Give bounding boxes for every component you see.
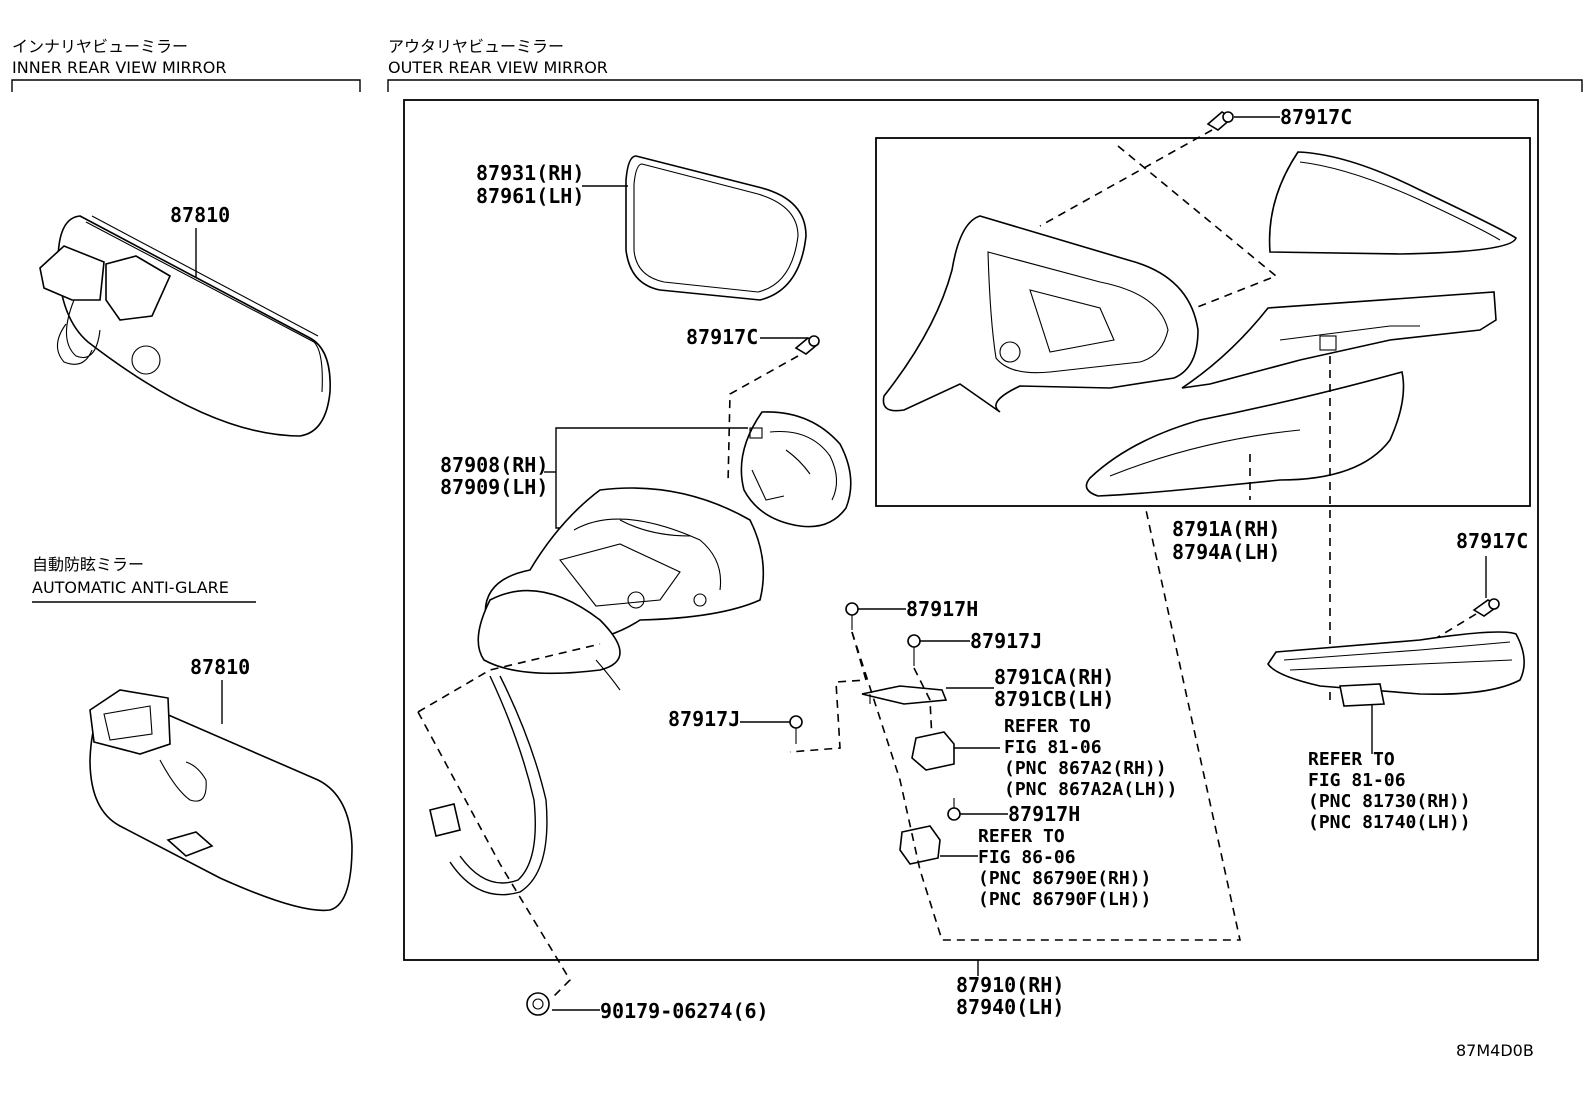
screw-87917h-b <box>947 798 961 821</box>
dash-87917c-right <box>1419 613 1477 649</box>
part-number-87810-auto: 87810 <box>190 655 250 679</box>
dash-assembly-bottom <box>851 509 1241 941</box>
auto-anti-glare-title-en: AUTOMATIC ANTI-GLARE <box>32 578 229 597</box>
mirror-cover-trim-illustration <box>1181 291 1497 389</box>
part-number-8791cb: 8791CB(LH) <box>994 687 1114 711</box>
clip-90179 <box>526 992 550 1016</box>
part-number-87917j-b: 87917J <box>668 707 740 731</box>
leader-87908-top <box>555 427 748 464</box>
ref1-line-2: FIG 81-06 <box>1004 737 1102 758</box>
mirror-housing-illustration <box>882 215 1199 413</box>
screw-87917h-a <box>845 602 859 630</box>
lamp-socket-illustration <box>911 731 955 771</box>
dash-87917c-top <box>1039 129 1213 227</box>
ref2-line-3: (PNC 86790E(RH)) <box>978 868 1151 889</box>
part-number-90179: 90179-06274(6) <box>600 999 769 1023</box>
auto-anti-glare-mirror-illustration <box>89 689 353 912</box>
outer-mirror-title-en: OUTER REAR VIEW MIRROR <box>388 58 608 77</box>
inner-mirror-bracket <box>11 79 361 92</box>
screw-87917c-mid <box>794 335 820 355</box>
inner-mirror-title-jp: インナリヤビューミラー <box>12 37 188 56</box>
mirror-cover-cap-illustration <box>1268 151 1517 255</box>
refer-note-3: REFER TO FIG 81-06 (PNC 81730(RH)) (PNC … <box>1308 749 1471 833</box>
ref3-line-3: (PNC 81730(RH)) <box>1308 791 1471 812</box>
part-number-8794a: 8794A(LH) <box>1172 540 1280 564</box>
part-number-87810-inner: 87810 <box>170 203 230 227</box>
part-number-8791a: 8791A(RH) <box>1172 517 1280 541</box>
camera-module-illustration <box>899 825 941 865</box>
outer-mirror-bracket <box>387 79 1583 92</box>
part-number-87909: 87909(LH) <box>440 475 548 499</box>
ref2-line-1: REFER TO <box>978 826 1065 847</box>
screw-87917j-b <box>789 715 803 744</box>
dash-cover-assembly <box>1117 145 1278 311</box>
turn-signal-lamp-illustration <box>1267 631 1525 707</box>
ref1-line-3: (PNC 867A2(RH)) <box>1004 758 1167 779</box>
part-number-87917j-a: 87917J <box>970 629 1042 653</box>
mirror-actuator-illustration <box>740 411 852 528</box>
part-number-87908: 87908(RH) <box>440 453 548 477</box>
mirror-lower-cover-illustration <box>1085 371 1405 497</box>
part-number-87917h-a: 87917H <box>906 597 978 621</box>
screw-87917c-top <box>1206 111 1234 131</box>
part-number-87940: 87940(LH) <box>956 995 1064 1019</box>
inner-mirror-title-en: INNER REAR VIEW MIRROR <box>12 58 227 77</box>
mirror-glass-illustration <box>625 155 807 301</box>
part-number-87917h-b: 87917H <box>1008 802 1080 826</box>
auto-anti-glare-title-jp: 自動防眩ミラー <box>32 555 144 574</box>
ref3-line-1: REFER TO <box>1308 749 1395 770</box>
dash-bracket-right <box>913 667 933 741</box>
ref2-line-2: FIG 86-06 <box>978 847 1076 868</box>
part-number-87917c-top: 87917C <box>1280 105 1352 129</box>
dash-clip <box>417 711 572 999</box>
outer-mirror-title-jp: アウタリヤビューミラー <box>388 37 564 56</box>
ref3-line-2: FIG 81-06 <box>1308 770 1406 791</box>
ref3-line-4: (PNC 81740(LH)) <box>1308 812 1471 833</box>
ref1-line-4: (PNC 867A2A(LH)) <box>1004 779 1177 800</box>
outer-mirror-frame <box>403 99 1539 961</box>
ref2-line-4: (PNC 86790F(LH)) <box>978 889 1151 910</box>
wire-harness-illustration <box>429 675 548 896</box>
refer-note-2: REFER TO FIG 86-06 (PNC 86790E(RH)) (PNC… <box>978 826 1151 910</box>
part-number-87917c-mid: 87917C <box>686 325 758 349</box>
dash-bracket-left <box>789 631 868 753</box>
screw-87917j-a <box>907 634 921 666</box>
mirror-base-illustration <box>477 487 765 691</box>
dash-87917c-mid <box>727 355 799 485</box>
screw-87917c-right <box>1472 598 1500 617</box>
part-number-8791ca: 8791CA(RH) <box>994 665 1114 689</box>
bracket-8791ca-illustration <box>861 685 948 705</box>
outer-cover-subframe <box>875 137 1531 507</box>
ref1-line-1: REFER TO <box>1004 716 1091 737</box>
part-number-87961: 87961(LH) <box>476 184 584 208</box>
refer-note-1: REFER TO FIG 81-06 (PNC 867A2(RH)) (PNC … <box>1004 716 1177 800</box>
part-number-87917c-right: 87917C <box>1456 529 1528 553</box>
diagram-code: 87M4D0B <box>1456 1041 1534 1060</box>
part-number-87931: 87931(RH) <box>476 161 584 185</box>
part-number-87910: 87910(RH) <box>956 973 1064 997</box>
inner-mirror-illustration <box>39 215 331 437</box>
dash-harness-top <box>417 643 601 713</box>
